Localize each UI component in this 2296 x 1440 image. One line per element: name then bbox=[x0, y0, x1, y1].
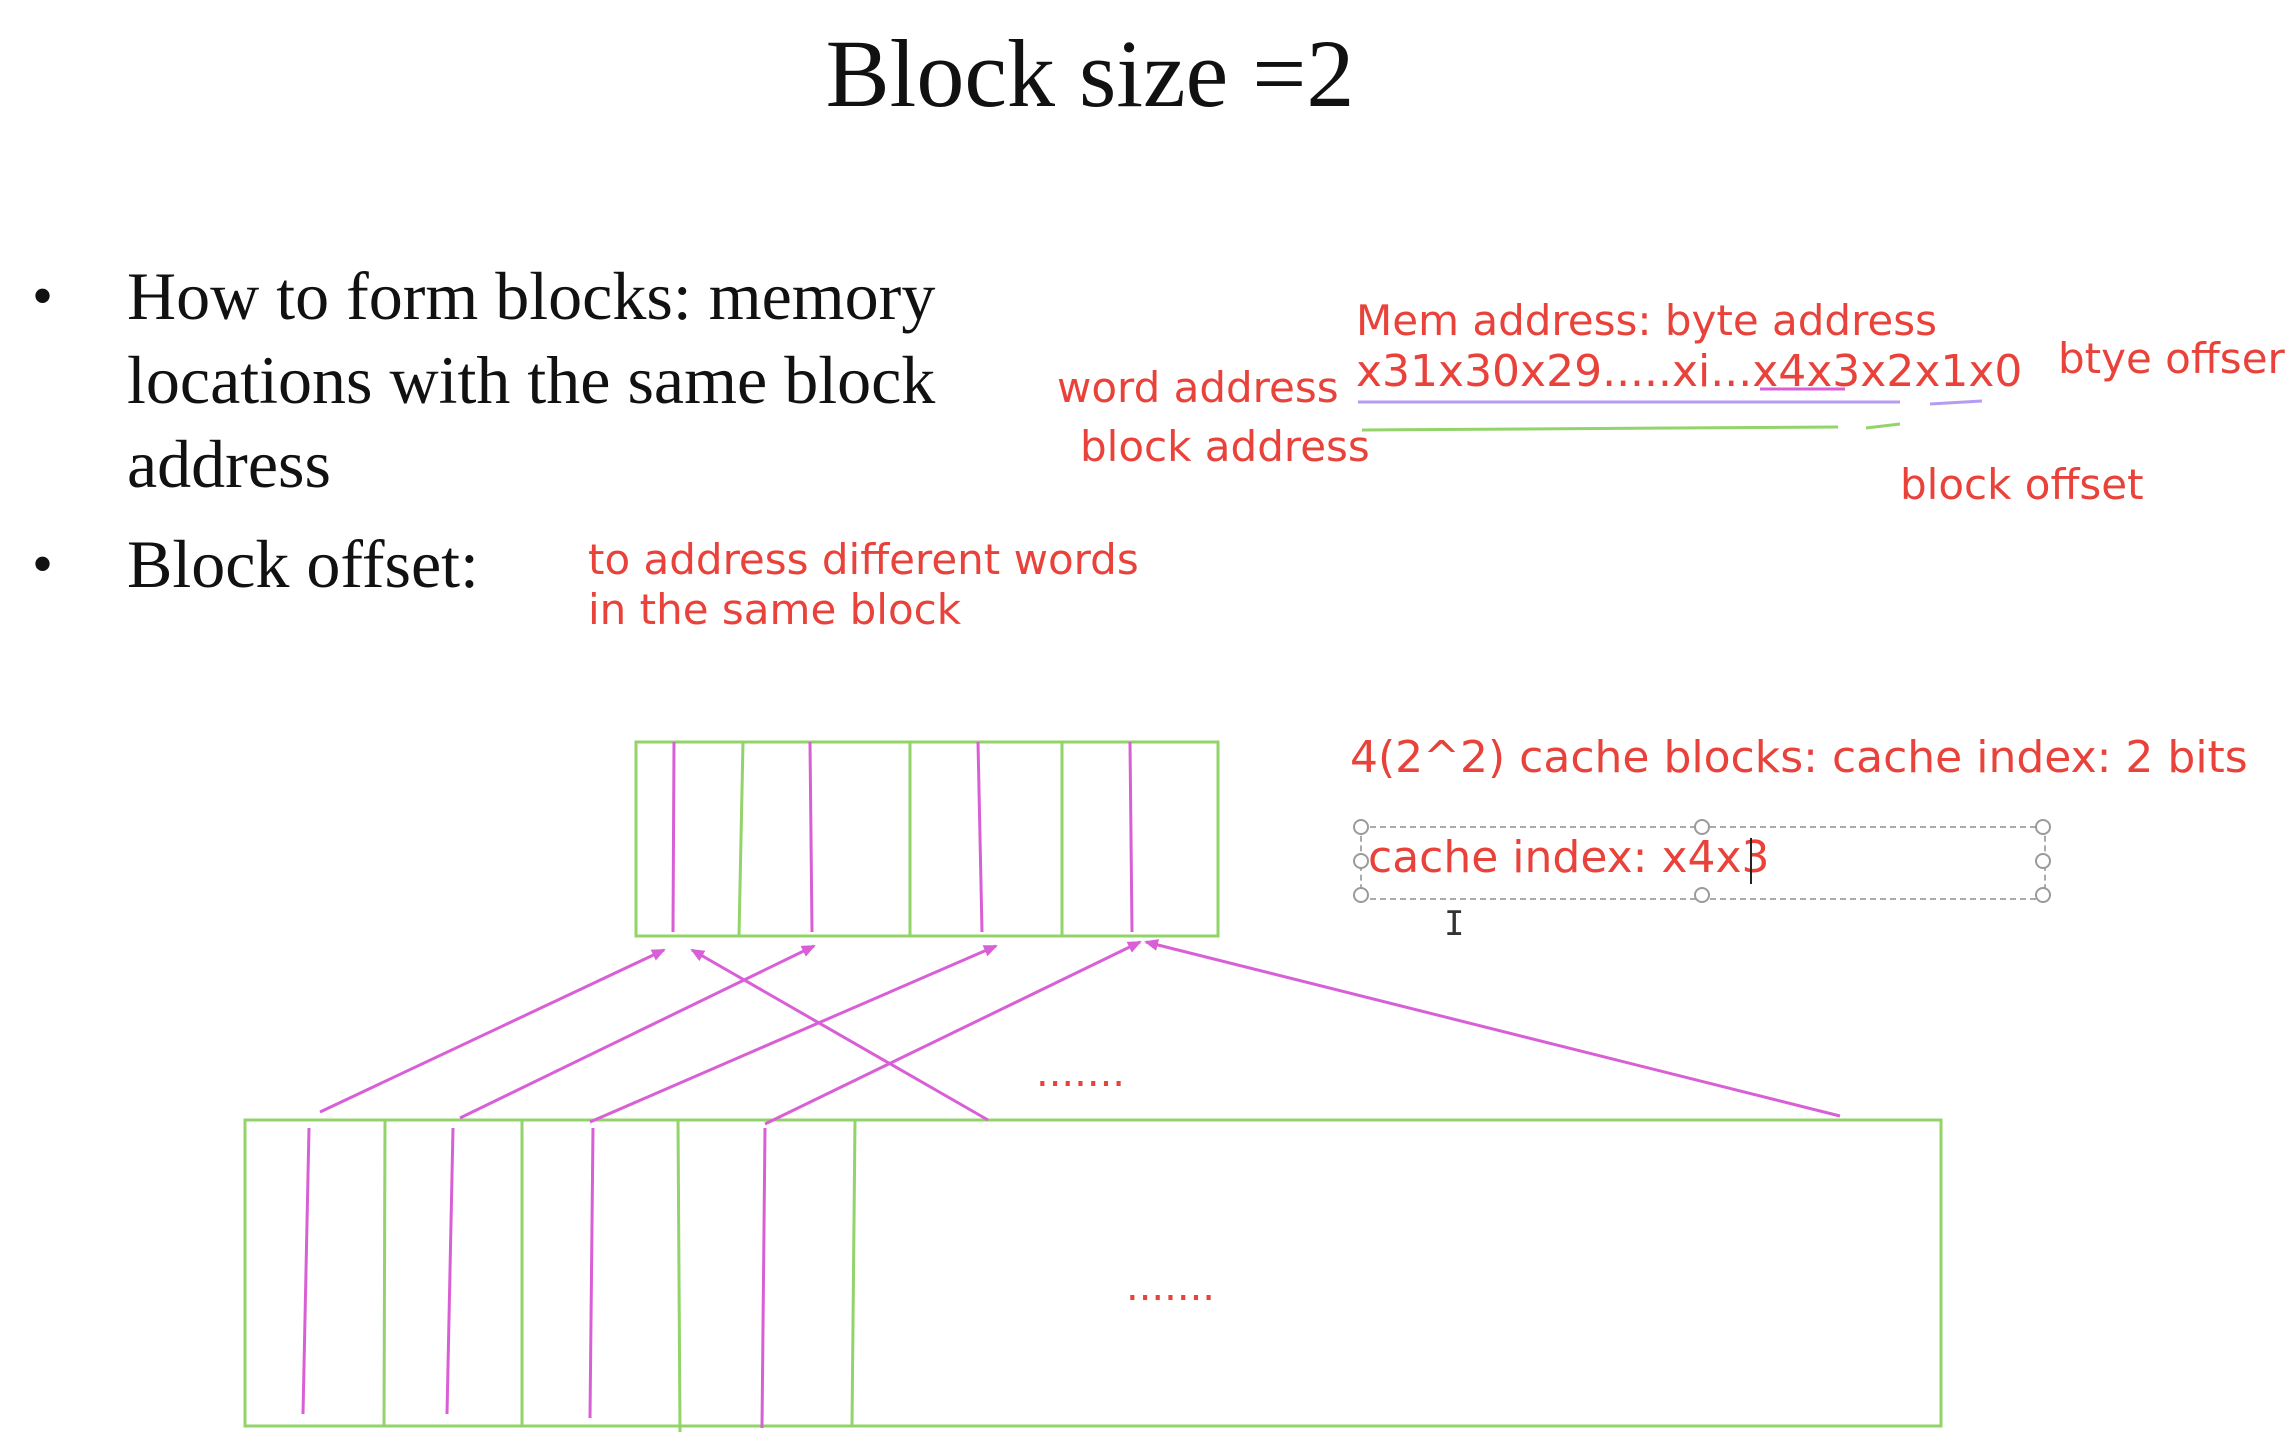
memory-divider bbox=[382, 1119, 387, 1427]
memory-ellipsis: ....... bbox=[1126, 1264, 1215, 1310]
ibeam-cursor-icon: I bbox=[1444, 904, 1465, 944]
mem-address-label: Mem address: byte address bbox=[1356, 296, 1938, 345]
memory-word-divider bbox=[301, 1127, 311, 1415]
resize-handle[interactable] bbox=[2035, 819, 2051, 835]
byte-offset-underline bbox=[1929, 399, 1983, 406]
cache-word-divider bbox=[1128, 741, 1134, 933]
resize-handle[interactable] bbox=[1694, 819, 1710, 835]
bullet-marker: • bbox=[32, 263, 54, 329]
resize-handle[interactable] bbox=[1353, 887, 1369, 903]
resize-handle[interactable] bbox=[2035, 853, 2051, 869]
mapping-arrow bbox=[319, 948, 666, 1114]
memory-divider bbox=[676, 1119, 682, 1433]
bullet-line: How to form blocks: memory bbox=[127, 258, 936, 334]
bullet-how-to-form-blocks: How to form blocks: memory locations wit… bbox=[127, 254, 935, 506]
memory-word-divider bbox=[445, 1127, 455, 1415]
block-address-label: block address bbox=[1080, 422, 1370, 471]
bullet-line: address bbox=[127, 426, 331, 502]
address-bits: x31x30x29.....xi...x4x3x2x1x0 bbox=[1356, 346, 2023, 397]
byte-offset-label: btye offser bbox=[2058, 334, 2285, 383]
cache-word-divider bbox=[976, 741, 984, 933]
resize-handle[interactable] bbox=[1353, 819, 1369, 835]
resize-handle[interactable] bbox=[2035, 887, 2051, 903]
cache-blocks-note: 4(2^2) cache blocks: cache index: 2 bits bbox=[1350, 732, 2248, 783]
block-offset-underline bbox=[1865, 422, 1901, 430]
cache-word-divider bbox=[808, 741, 814, 933]
mapping-arrow bbox=[1144, 939, 1841, 1118]
cache-ellipsis: ....... bbox=[1036, 1050, 1125, 1096]
bullet-marker: • bbox=[32, 531, 54, 597]
block-offset-note-line2: in the same block bbox=[588, 585, 962, 634]
cache-index-text[interactable]: cache index: x4x3 bbox=[1368, 832, 1770, 883]
cache-divider bbox=[737, 741, 745, 937]
memory-divider bbox=[850, 1119, 857, 1427]
memory-word-divider bbox=[588, 1127, 595, 1419]
cache-outline bbox=[634, 740, 1220, 938]
slide-title: Block size =2 bbox=[825, 20, 1355, 127]
bullet-block-offset: Block offset: bbox=[127, 522, 479, 606]
address-underlines bbox=[1358, 387, 1983, 432]
cache-box bbox=[634, 740, 1220, 938]
block-offset-label: block offset bbox=[1900, 460, 2144, 509]
mapping-arrow bbox=[690, 948, 989, 1122]
word-address-label: word address bbox=[1057, 363, 1339, 412]
memory-word-divider bbox=[760, 1127, 767, 1429]
cache-word-divider bbox=[671, 741, 676, 933]
block-offset-note-line1: to address different words bbox=[588, 535, 1139, 584]
bullet-line: Block offset: bbox=[127, 526, 479, 602]
bullet-line: locations with the same block bbox=[127, 342, 936, 418]
text-cursor bbox=[1750, 838, 1752, 884]
mapping-arrow bbox=[459, 944, 816, 1120]
memory-outline bbox=[243, 1118, 1943, 1428]
block-address-underline bbox=[1361, 425, 1839, 432]
mapping-arrows bbox=[319, 939, 1841, 1126]
mapping-arrow bbox=[764, 940, 1142, 1126]
resize-handle[interactable] bbox=[1694, 887, 1710, 903]
memory-box bbox=[243, 1118, 1943, 1433]
resize-handle[interactable] bbox=[1353, 853, 1369, 869]
mapping-arrow bbox=[589, 944, 998, 1124]
